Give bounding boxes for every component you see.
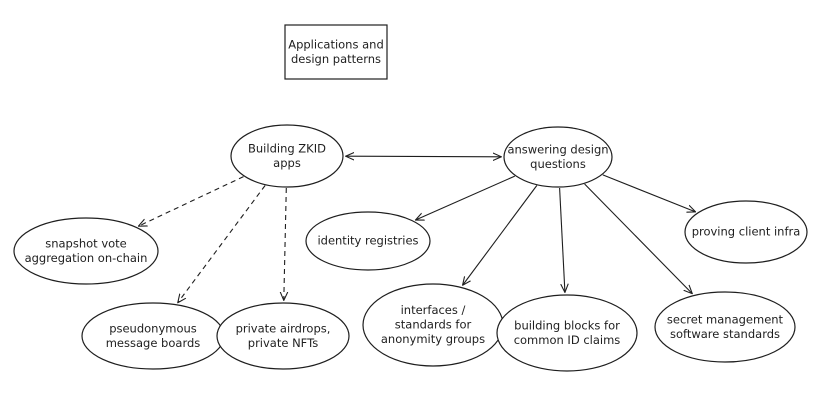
- node-proving-client-infra-ellipse: [684, 200, 808, 264]
- edge-answering-design-questions-to-building-blocks: [559, 187, 565, 292]
- edge-building-zkid-apps-to-answering-design-questions: [346, 156, 501, 157]
- node-proving-client-infra[interactable]: proving client infra: [684, 200, 808, 264]
- edge-answering-design-questions-to-identity-registries: [416, 175, 516, 220]
- title-box-label-line-2: design patterns: [291, 52, 381, 66]
- edge-answering-design-questions-to-secret-management: [584, 183, 692, 293]
- edge-answering-design-questions-to-interfaces-standards: [463, 185, 538, 286]
- node-identity-registries[interactable]: identity registries: [305, 211, 431, 271]
- edge-building-zkid-apps-to-snapshot-vote: [139, 176, 244, 226]
- edges-layer: [139, 156, 695, 302]
- node-identity-registries-label-line-1: identity registries: [317, 234, 418, 248]
- node-pseudonymous-boards-label-line-2: message boards: [106, 336, 201, 350]
- node-interfaces-standards-label-line-1: interfaces /: [401, 303, 466, 317]
- node-building-zkid-apps-ellipse: [230, 124, 344, 188]
- node-snapshot-vote-label-line-1: snapshot vote: [45, 236, 127, 250]
- node-interfaces-standards-label-line-3: anonymity groups: [381, 332, 485, 346]
- node-secret-management-label-line-1: secret management: [667, 312, 784, 326]
- node-building-blocks-label-line-2: common ID claims: [514, 333, 621, 347]
- node-interfaces-standards-label-line-2: standards for: [395, 318, 472, 332]
- node-secret-management-label-line-2: software standards: [670, 327, 780, 341]
- edge-answering-design-questions-to-proving-client-infra: [602, 174, 695, 212]
- title-box-frame: [284, 24, 388, 80]
- node-answering-design-questions-ellipse: [503, 126, 613, 188]
- edge-building-zkid-apps-to-pseudonymous-boards: [178, 185, 266, 303]
- edge-building-zkid-apps-to-private-airdrops: [284, 187, 287, 300]
- node-building-zkid-apps-label-line-2: apps: [273, 156, 301, 170]
- node-answering-design-questions-label-line-1: answering design: [507, 142, 608, 156]
- node-building-blocks-ellipse: [496, 294, 638, 372]
- node-proving-client-infra-label-line-1: proving client infra: [692, 225, 801, 239]
- node-identity-registries-ellipse: [305, 211, 431, 271]
- node-building-blocks-label-line-1: building blocks for: [514, 318, 620, 332]
- title-box-label-line-1: Applications and: [288, 37, 384, 51]
- node-building-zkid-apps-label-line-1: Building ZKID: [248, 141, 326, 155]
- node-snapshot-vote-ellipse: [13, 217, 159, 285]
- node-private-airdrops[interactable]: private airdrops,private NFTs: [216, 302, 350, 370]
- node-pseudonymous-boards-label-line-1: pseudonymous: [109, 321, 197, 335]
- node-private-airdrops-ellipse: [216, 302, 350, 370]
- node-secret-management-ellipse: [654, 291, 796, 363]
- node-private-airdrops-label-line-1: private airdrops,: [236, 321, 331, 335]
- node-snapshot-vote-label-line-2: aggregation on-chain: [25, 251, 148, 265]
- node-answering-design-questions-label-line-2: questions: [530, 157, 586, 171]
- node-private-airdrops-label-line-2: private NFTs: [248, 336, 318, 350]
